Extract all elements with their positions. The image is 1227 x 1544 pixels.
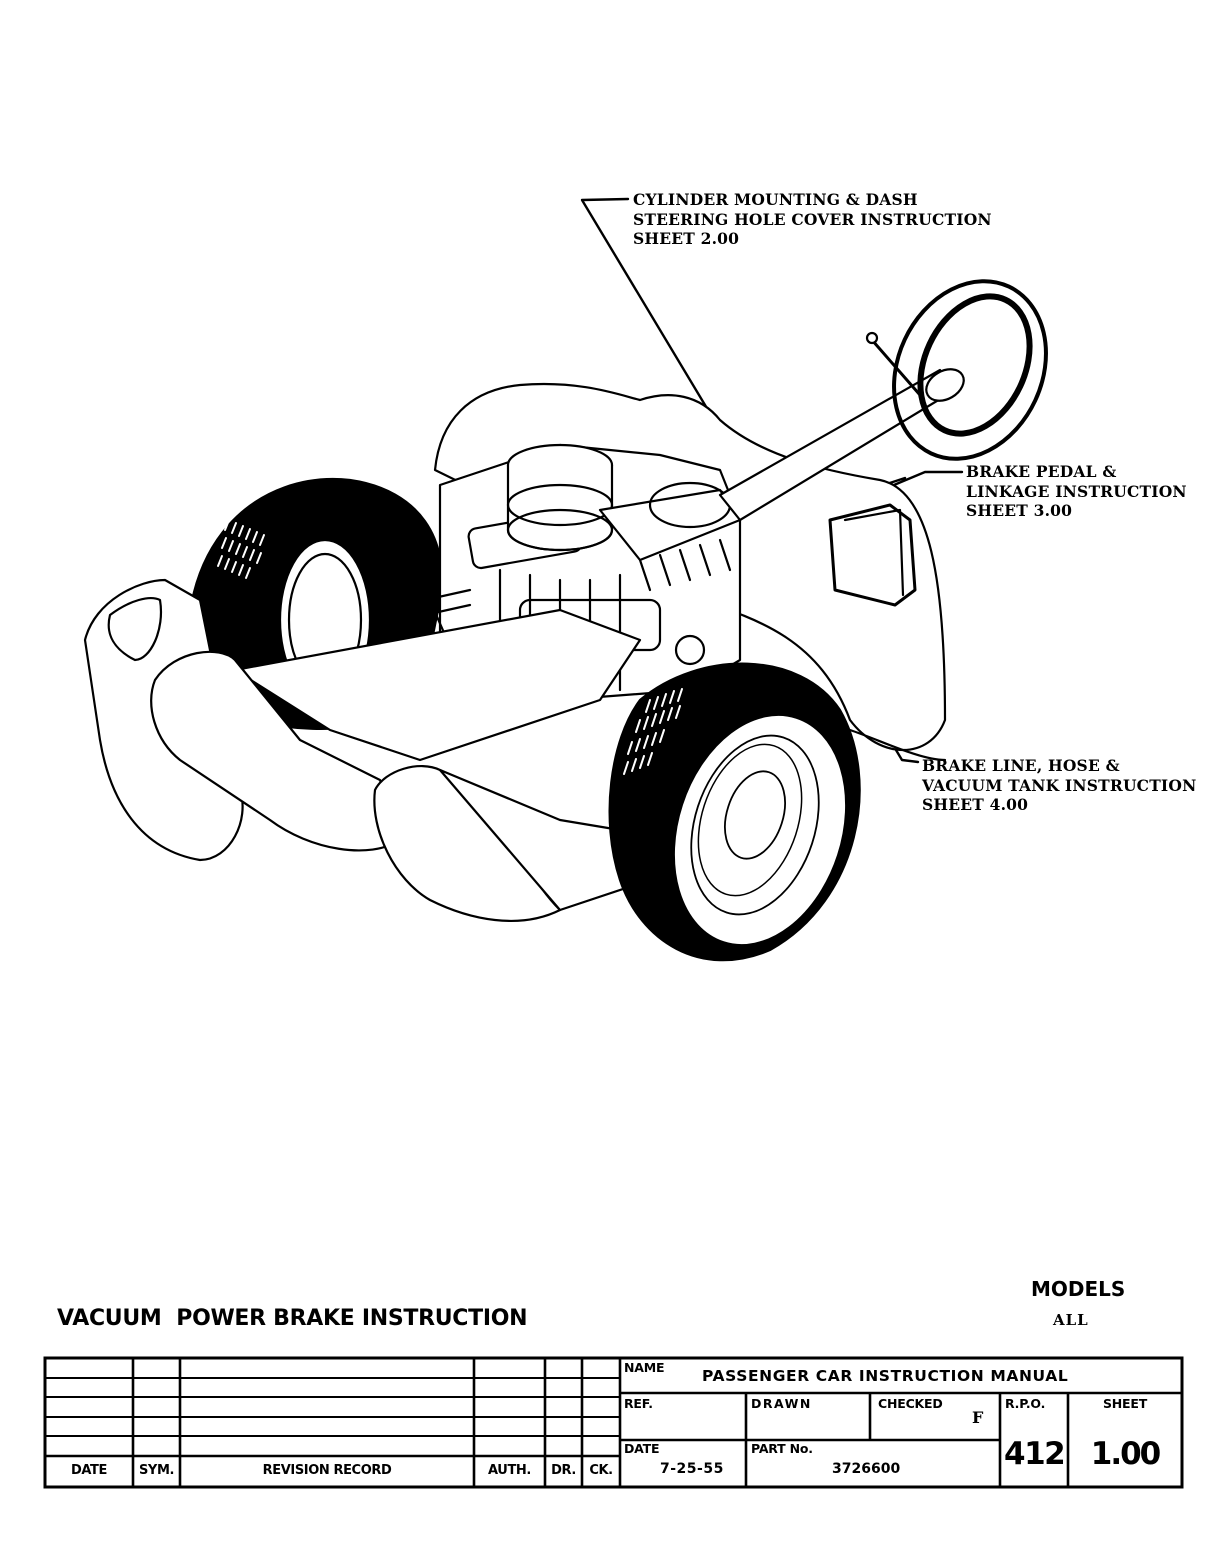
callout-line: LINKAGE INSTRUCTION — [966, 481, 1187, 501]
header-date: DATE — [71, 1463, 107, 1478]
power-cylinder — [828, 503, 917, 607]
callout-line: SHEET 2.00 — [633, 229, 740, 248]
checked-label: CHECKED — [878, 1396, 943, 1411]
header-dr: DR. — [551, 1463, 576, 1478]
callout-line: STEERING HOLE COVER INSTRUCTION — [633, 209, 992, 229]
header-auth: AUTH. — [488, 1463, 531, 1478]
rpo-value: 412 — [1004, 1436, 1066, 1472]
sheet-label: SHEET — [1102, 1396, 1148, 1411]
callout-line: CYLINDER MOUNTING & DASH — [633, 190, 918, 209]
models-value: ALL — [1053, 1311, 1089, 1329]
header-sym: SYM. — [138, 1463, 175, 1478]
drawn-label: DRAWN — [751, 1396, 812, 1411]
revision-row — [45, 1436, 620, 1456]
callout-line: SHEET 4.00 — [922, 795, 1029, 814]
part-number-label: PART No. — [751, 1441, 813, 1456]
right-fender — [848, 728, 947, 762]
part-number-value: 3726600 — [832, 1461, 901, 1477]
callout-line: SHEET 3.00 — [966, 501, 1073, 520]
date-value: 7-25-55 — [660, 1461, 724, 1477]
rpo-label: R.P.O. — [1005, 1396, 1046, 1411]
callout-line: VACUUM TANK INSTRUCTION — [922, 775, 1197, 795]
chassis-illustration — [83, 197, 1048, 962]
revision-row — [45, 1378, 620, 1397]
callout-brake-line: BRAKE LINE, HOSE & VACUUM TANK INSTRUCTI… — [922, 756, 1196, 815]
callout-line: BRAKE LINE, HOSE & — [922, 756, 1120, 775]
right-wheel-rim — [672, 713, 848, 947]
header-ck: CK. — [589, 1463, 613, 1478]
leader-cylinder-mounting — [580, 197, 746, 472]
steering — [718, 279, 1048, 522]
models-label: MODELS — [1031, 1277, 1126, 1301]
date-label: DATE — [624, 1441, 660, 1456]
revision-row — [45, 1417, 620, 1436]
header-revision-record: REVISION RECORD — [262, 1463, 392, 1478]
callout-line: BRAKE PEDAL & — [966, 462, 1117, 481]
name-label: NAME — [624, 1360, 665, 1375]
checked-value: F — [972, 1408, 984, 1427]
ref-label: REF. — [624, 1396, 653, 1411]
revision-row — [45, 1358, 620, 1378]
callout-brake-pedal: BRAKE PEDAL & LINKAGE INSTRUCTION SHEET … — [966, 462, 1187, 521]
front-crossmember — [83, 578, 652, 922]
revision-row — [45, 1397, 620, 1417]
callout-cylinder-mounting: CYLINDER MOUNTING & DASH STEERING HOLE C… — [633, 190, 992, 249]
sheet-value: 1.00 — [1090, 1436, 1162, 1472]
document-title: VACUUM POWER BRAKE INSTRUCTION — [57, 1306, 528, 1331]
name-value: PASSENGER CAR INSTRUCTION MANUAL — [702, 1367, 1069, 1385]
